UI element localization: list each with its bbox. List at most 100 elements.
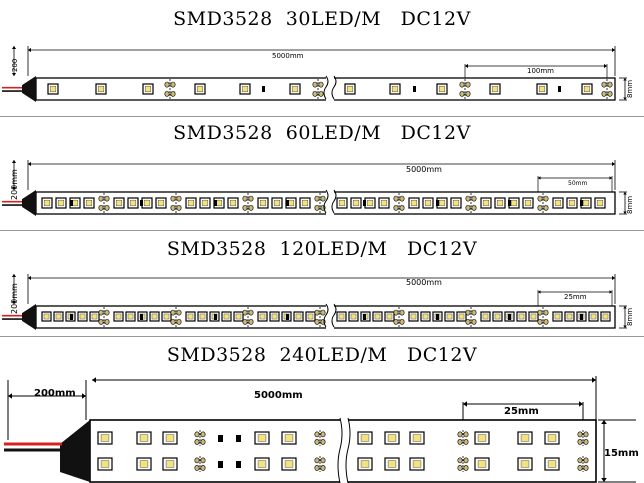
led-chip (165, 460, 175, 468)
led-chip (215, 199, 223, 207)
solder-pad (170, 318, 176, 325)
arrow-head (82, 393, 86, 399)
led-chip (271, 313, 278, 320)
resistor (214, 314, 217, 320)
solder-pad (248, 318, 254, 325)
arrow-head (463, 401, 467, 407)
solder-pad (176, 195, 182, 202)
led-chip (295, 313, 302, 320)
led-chip (520, 434, 530, 442)
led-chip (301, 199, 309, 207)
led-chip (477, 434, 487, 442)
led-chip (491, 85, 499, 93)
led-chip (596, 199, 604, 207)
resistor (140, 200, 143, 206)
led-chip (115, 199, 123, 207)
solder-pad (543, 318, 549, 325)
width-label: 8mm (626, 307, 634, 326)
arrow-head (92, 377, 96, 383)
solder-pad (457, 457, 463, 464)
led-chip (510, 199, 518, 207)
width-label: 8mm (626, 195, 634, 214)
arrow-head (465, 63, 468, 69)
solder-pad (318, 81, 324, 88)
solder-pad (248, 204, 254, 211)
title-30led: SMD3528 30LED/M DC12V (173, 8, 471, 30)
wire-length-label: 200 (11, 58, 19, 72)
resistor (580, 314, 583, 320)
led-chip (346, 85, 354, 93)
led-chip (424, 199, 432, 207)
solder-pad (471, 318, 477, 325)
solder-pad (200, 431, 206, 438)
solder-pad (314, 195, 320, 202)
led-chip (452, 199, 460, 207)
solder-pad (465, 90, 471, 97)
led-chip (259, 313, 266, 320)
led-chip (566, 313, 573, 320)
led-chip (338, 313, 345, 320)
solder-pad (471, 195, 477, 202)
led-chip (151, 313, 158, 320)
led-chip (85, 199, 93, 207)
solder-pad (170, 90, 176, 97)
solder-pad (170, 309, 176, 316)
arrow-head (579, 401, 583, 407)
solder-pad (312, 81, 318, 88)
solder-pad (393, 204, 399, 211)
solder-pad (457, 431, 463, 438)
length-label: 5000mm (406, 165, 442, 174)
solder-pad (104, 204, 110, 211)
solder-pad (314, 318, 320, 325)
arrow-head (538, 290, 541, 294)
led-chip (307, 313, 314, 320)
led-chip (554, 313, 561, 320)
led-chip (446, 313, 453, 320)
led-chip (410, 313, 417, 320)
led-chip (387, 434, 397, 442)
resistor (508, 200, 511, 206)
solder-pad (393, 309, 399, 316)
solder-pad (98, 318, 104, 325)
solder-pad (471, 309, 477, 316)
strip-diagram-60led: 5000mm 50mm 200mm 8mm (0, 152, 644, 226)
solder-pad (200, 465, 206, 471)
led-chip (438, 85, 446, 93)
solder-pad (314, 439, 320, 445)
title-60led: SMD3528 60LED/M DC12V (173, 122, 471, 144)
resistor (236, 461, 241, 468)
arrow-head (8, 393, 12, 399)
solder-pad (176, 204, 182, 211)
led-chip (57, 199, 65, 207)
connector (22, 304, 36, 330)
solder-pad (164, 81, 170, 88)
resistor (286, 314, 289, 320)
resistor (70, 314, 73, 320)
arrow-head (11, 46, 17, 49)
solder-pad (463, 439, 469, 445)
solder-pad (320, 439, 326, 445)
arrow-head (592, 377, 596, 383)
solder-pad (98, 309, 104, 316)
solder-pad (583, 439, 589, 445)
solder-pad (393, 195, 399, 202)
led-chip (143, 199, 151, 207)
resistor (140, 314, 143, 320)
led-chip (43, 313, 50, 320)
solder-pad (463, 465, 469, 471)
width-label: 15mm (604, 448, 639, 459)
led-chip (482, 199, 490, 207)
led-chip (366, 199, 374, 207)
wire-length-label: 200mm (10, 169, 19, 200)
solder-pad (320, 457, 326, 464)
solder-pad (537, 204, 543, 211)
solder-pad (242, 195, 248, 202)
break-mark (331, 75, 337, 100)
led-chip (196, 85, 204, 93)
led-chip (79, 313, 86, 320)
solder-pad (170, 81, 176, 88)
solder-pad (98, 204, 104, 211)
led-chip (273, 199, 281, 207)
strip-diagram-120led: 5000mm 25mm 200mm 8mm (0, 266, 644, 340)
separator (0, 230, 644, 231)
